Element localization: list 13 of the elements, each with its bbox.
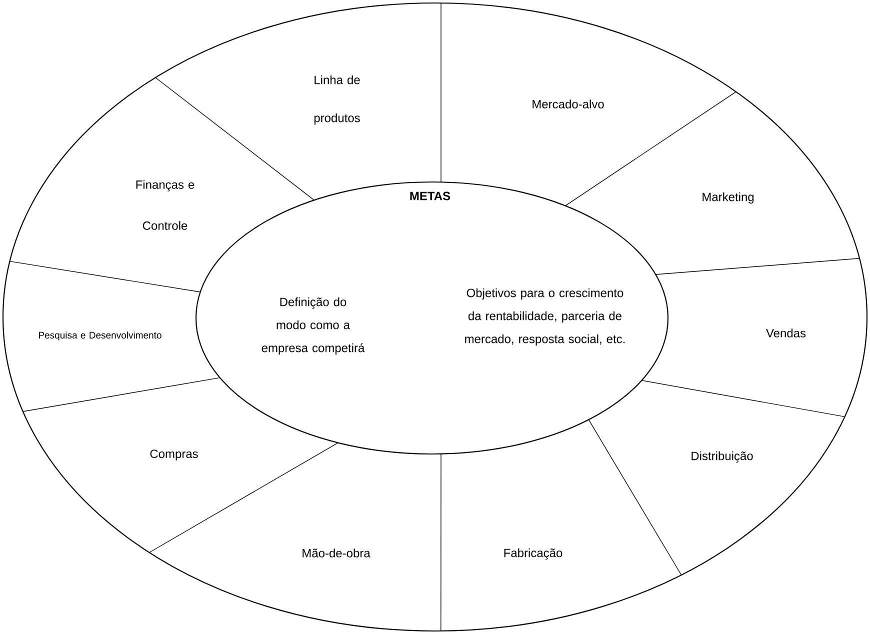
goal-text: Definição do modo como a empresa competirá <box>262 297 365 355</box>
segment-label: Marketing <box>702 192 754 204</box>
segment-label: Finanças e Controle <box>136 180 194 230</box>
segment-label: Distribuição <box>692 451 753 463</box>
segment-label: Mercado-alvo <box>532 100 604 108</box>
segment-label: Vendas <box>766 328 806 338</box>
goal-text: Objetivos para o crescimento da rentabilidade, parceria de mercado, resposta social, etc. <box>465 288 625 346</box>
heading: METAS <box>410 192 450 200</box>
segment-label: Pesquisa e Desenvolvimento <box>39 332 162 340</box>
segment-label: Fabricação <box>504 548 562 560</box>
segment-label: Compras <box>150 450 198 460</box>
segment-label: Linha de produtos <box>314 75 360 125</box>
segment-label: Mão-de-obra <box>302 548 370 558</box>
